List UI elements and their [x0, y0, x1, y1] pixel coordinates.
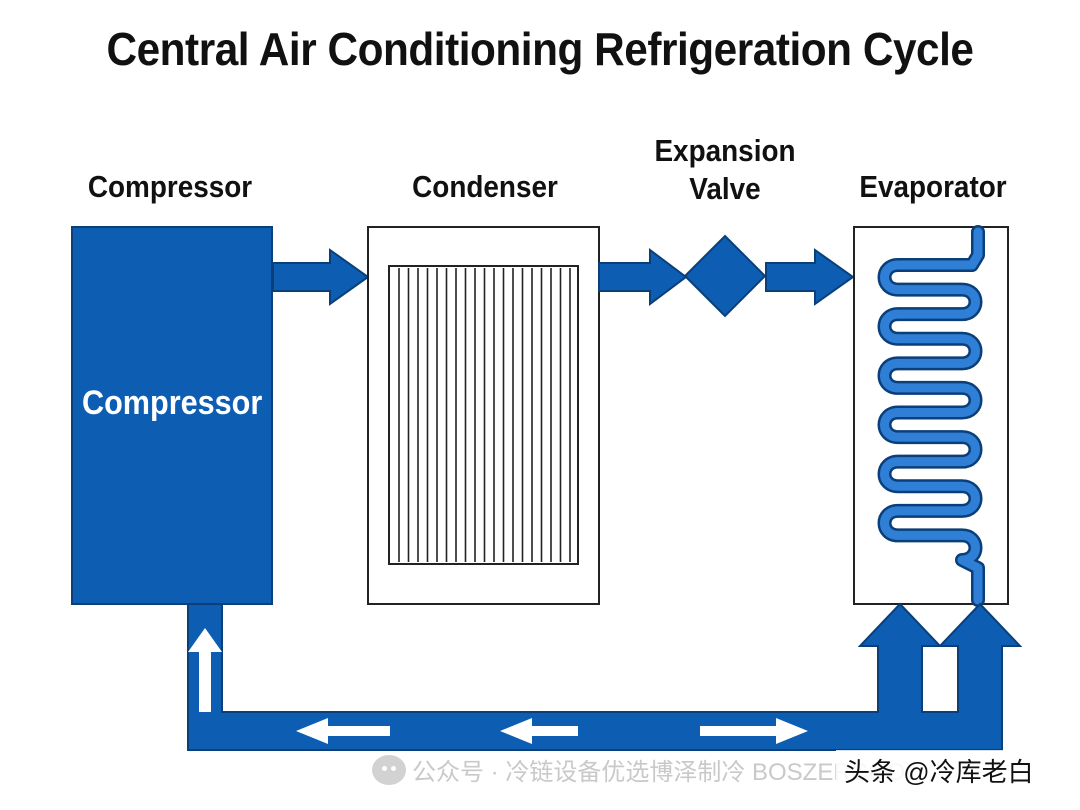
wechat-icon — [372, 754, 406, 785]
evaporator-coil — [877, 225, 985, 607]
diagram-title: Central Air Conditioning Refrigeration C… — [106, 23, 974, 75]
expansion-valve-label-line1: Expansion — [654, 133, 796, 168]
return-arrow-left-2 — [500, 718, 578, 744]
arrow-to-valve — [598, 248, 688, 306]
return-pipe — [187, 602, 1023, 751]
return-arrow-right — [700, 718, 808, 744]
compressor-inner-label: Compressor — [82, 384, 263, 422]
arrow-to-condenser — [272, 248, 370, 306]
condenser-fins — [398, 268, 571, 562]
condenser-coil — [388, 265, 579, 565]
return-arrow-left-1 — [296, 718, 390, 744]
watermark: 公众号 · 冷链设备优选博泽制冷 BOSZERCOOL — [372, 752, 919, 787]
expansion-valve-label: Expansion Valve — [640, 132, 811, 208]
compressor-block — [71, 226, 273, 605]
arrow-to-evaporator — [765, 248, 855, 306]
expansion-valve-label-line2: Valve — [689, 171, 761, 206]
return-arrow-up — [188, 628, 222, 712]
evaporator-label: Evaporator — [859, 169, 1007, 204]
compressor-label: Compressor — [87, 169, 253, 204]
watermark-text: 公众号 · 冷链设备优选博泽制冷 BOSZERCOOL — [412, 759, 919, 786]
attribution: 头条 @冷库老白 — [836, 750, 1042, 791]
condenser-label: Condenser — [412, 169, 558, 204]
expansion-valve-diamond — [683, 234, 767, 318]
